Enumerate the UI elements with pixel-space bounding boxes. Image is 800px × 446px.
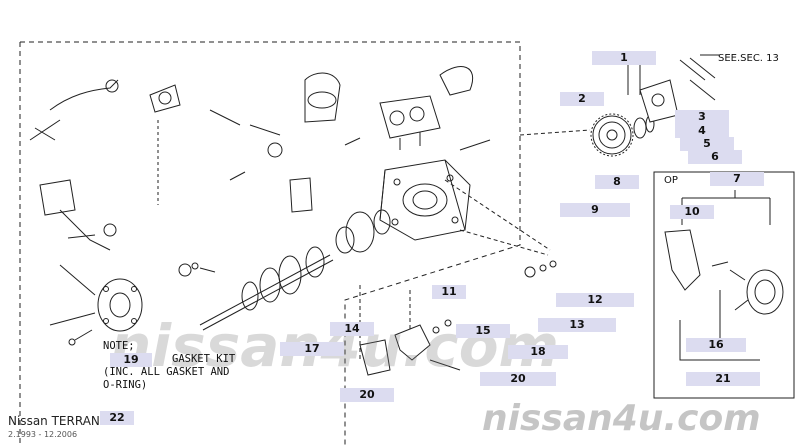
governor-cover [379,95,441,150]
option-bracket [664,229,701,291]
drive-gear [590,113,634,157]
callout-3[interactable]: 3 [675,110,729,124]
callout-11[interactable]: 11 [432,285,466,299]
note-line-3: (INC. ALL GASKET AND [103,366,230,378]
note-line-1: NOTE; [103,340,135,352]
callout-12[interactable]: 12 [556,293,634,307]
mounting-bracket [359,319,461,376]
callout-20[interactable]: 20 [340,388,394,402]
callout-2[interactable]: 2 [560,92,604,106]
production-dates: 2.1993 - 12.2006 [8,430,78,439]
callout-4[interactable]: 4 [675,124,729,138]
callout-21[interactable]: 21 [686,372,760,386]
callout-7[interactable]: 7 [710,172,764,186]
injection-pump-body [379,159,471,241]
note-line-2: GASKET KIT [172,353,236,365]
callout-9[interactable]: 9 [560,203,630,217]
callout-8[interactable]: 8 [595,175,639,189]
watermark-bottom: nissan4u.com [482,398,761,439]
drive-shaft-assembly [199,209,391,331]
control-lever [29,79,119,141]
nut-washer [524,260,557,278]
left-linkage [39,179,117,251]
upper-components [149,66,474,213]
callout-14[interactable]: 14 [330,322,374,336]
callout-19[interactable]: 19 [110,353,152,367]
callout-16[interactable]: 16 [686,338,746,352]
option-actuator [711,261,784,315]
callout-20-b[interactable]: 20 [480,372,556,386]
studs [679,54,720,101]
see-section-label: SEE.SEC. 13 [718,53,779,64]
callout-1[interactable]: 1 [592,51,656,65]
note-line-4: O-RING) [103,379,148,391]
callout-22[interactable]: 22 [100,411,134,425]
rear-housing [49,264,143,332]
mounting-flange [627,58,679,123]
callout-5[interactable]: 5 [680,137,734,151]
callout-6[interactable]: 6 [688,150,742,164]
main-assembly-outline [20,41,521,446]
callout-13[interactable]: 13 [538,318,616,332]
callout-10[interactable]: 10 [670,205,714,219]
callout-18[interactable]: 18 [508,345,568,359]
callout-15[interactable]: 15 [456,324,510,338]
fastener-set [68,137,491,346]
option-mark: OP [664,175,678,186]
model-label: Nissan TERRANO2 [8,414,117,428]
callout-17[interactable]: 17 [280,342,344,356]
